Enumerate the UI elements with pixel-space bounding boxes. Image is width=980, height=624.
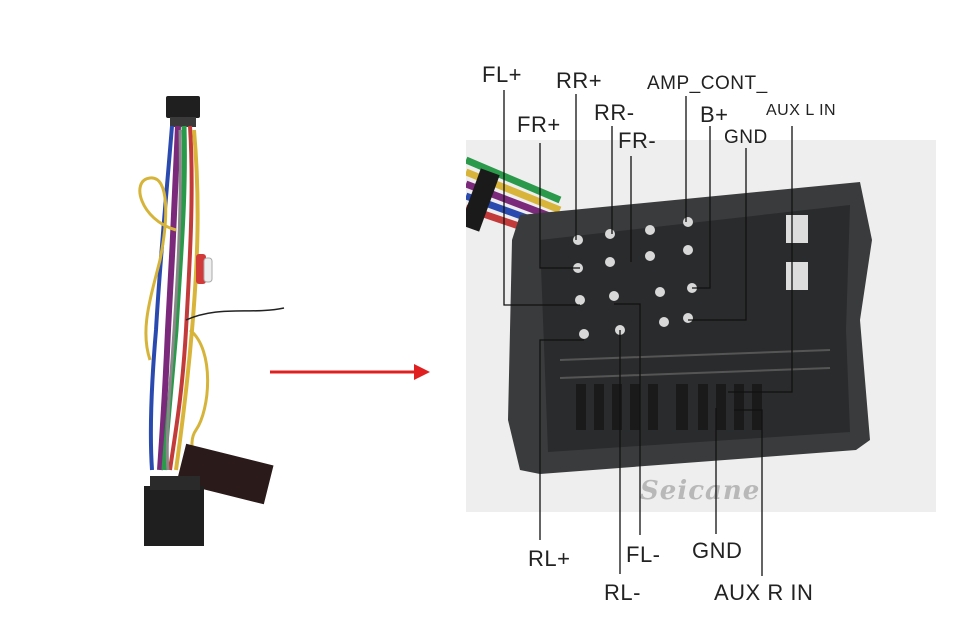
label-gnd-bottom: GND — [692, 538, 743, 563]
leader-gnd-top — [688, 148, 747, 321]
label-rl-plus: RL+ — [528, 546, 571, 571]
leader-b-plus — [692, 126, 711, 289]
label-rr-plus: RR+ — [556, 68, 603, 93]
label-rl-minus: RL- — [604, 580, 641, 605]
label-fr-minus: FR- — [618, 128, 657, 153]
leader-fr-plus — [539, 143, 580, 269]
label-rr-minus: RR- — [594, 100, 635, 125]
wiring-harness-icon — [138, 96, 285, 546]
connector-face-icon — [466, 140, 936, 512]
label-fl-minus: FL- — [626, 542, 661, 567]
label-fr-plus: FR+ — [517, 112, 561, 137]
watermark: Seicane — [640, 476, 761, 506]
label-b-plus: B+ — [700, 102, 729, 127]
leader-fl-plus — [503, 90, 580, 306]
leader-rl-plus — [539, 339, 584, 540]
label-fl-plus: FL+ — [482, 62, 523, 87]
leader-aux-l-in — [728, 126, 793, 393]
label-aux-l-in: AUX L IN — [766, 102, 837, 119]
right-arrow-icon — [270, 364, 430, 380]
leader-aux-r-in — [734, 409, 763, 576]
label-gnd-top: GND — [724, 127, 768, 148]
label-amp-cont: AMP_CONT_ — [647, 73, 768, 94]
label-aux-r-in: AUX R IN — [714, 580, 814, 605]
leader-fl-minus — [614, 303, 641, 535]
